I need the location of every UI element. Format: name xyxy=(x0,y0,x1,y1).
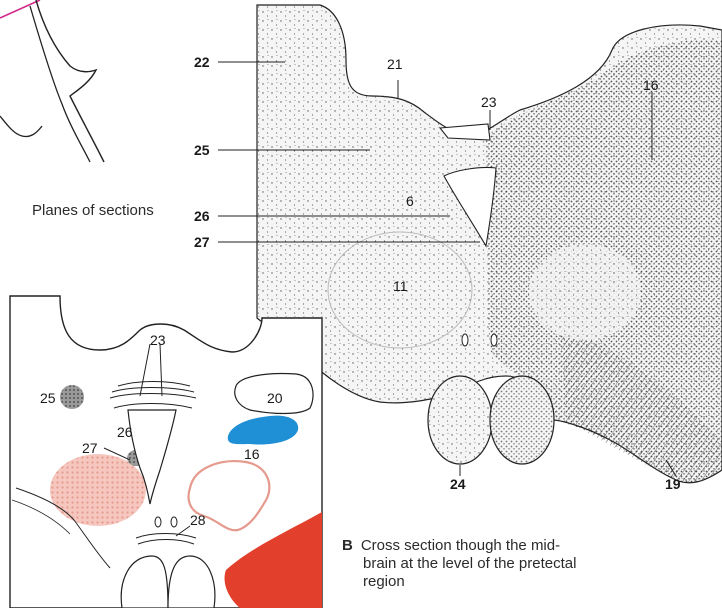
schematic-label-27: 27 xyxy=(82,441,98,455)
planes-sketch xyxy=(0,0,104,162)
label-6: 6 xyxy=(406,194,414,208)
label-21: 21 xyxy=(387,57,403,71)
figure-caption: B Cross section though the mid- brain at … xyxy=(342,537,576,591)
caption-line-3: region xyxy=(342,573,576,591)
label-22: 22 xyxy=(194,55,210,69)
schematic-section xyxy=(10,296,322,608)
label-24: 24 xyxy=(450,477,466,491)
label-26: 26 xyxy=(194,209,210,223)
gray-nucleus-25 xyxy=(60,385,84,409)
caption-line-2: brain at the level of the pretectal xyxy=(342,555,576,573)
schematic-label-23: 23 xyxy=(150,333,166,347)
schematic-label-25: 25 xyxy=(40,391,56,405)
caption-line-1: Cross section though the mid- xyxy=(361,537,560,554)
label-16-top: 16 xyxy=(643,78,659,92)
schematic-label-16: 16 xyxy=(244,447,260,461)
planes-of-sections-caption: Planes of sections xyxy=(32,203,154,218)
schematic-label-20: 20 xyxy=(267,391,283,405)
label-27: 27 xyxy=(194,235,210,249)
section-plane-line xyxy=(0,0,40,18)
label-19: 19 xyxy=(665,477,681,491)
label-25: 25 xyxy=(194,143,210,157)
schematic-label-26: 26 xyxy=(117,425,133,439)
label-11: 11 xyxy=(393,279,408,293)
schematic-label-28: 28 xyxy=(190,513,206,527)
label-23-top: 23 xyxy=(481,95,497,109)
caption-letter: B xyxy=(342,537,353,554)
brainstem-outline-sketch xyxy=(36,0,104,162)
aqueduct-upper xyxy=(440,124,490,140)
